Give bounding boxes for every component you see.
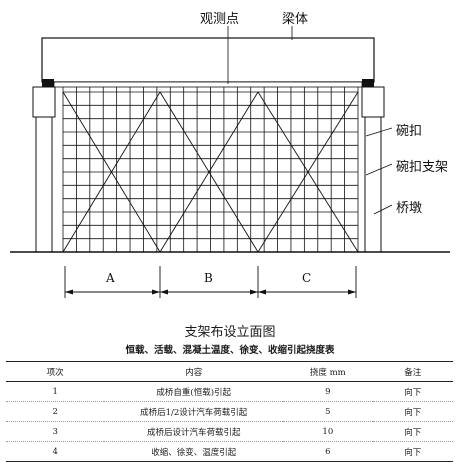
beam-body bbox=[41, 37, 375, 83]
cell-remark: 向下 bbox=[404, 447, 422, 458]
cell-item-no: 3 bbox=[52, 426, 58, 437]
table-title: 恒载、活载、混凝土温度、徐变、收缩引起挠度表 bbox=[125, 345, 335, 356]
header-remark: 备注 bbox=[404, 367, 422, 378]
left-bearing bbox=[42, 79, 54, 87]
cell-item-no: 2 bbox=[52, 406, 58, 417]
cell-remark: 向下 bbox=[404, 387, 422, 398]
cell-item-no: 4 bbox=[52, 446, 58, 457]
observation-point-label: 观测点 bbox=[200, 12, 240, 27]
deflection-table: 项次 内容 挠度 mm 备注 1 成桥自重(恒载)引起 9 向下 2 成桥后1/… bbox=[6, 361, 453, 462]
bowl-buckle-label: 碗扣 bbox=[396, 124, 423, 139]
header-deflection: 挠度 mm bbox=[309, 367, 346, 378]
right-pier-cap bbox=[361, 86, 385, 118]
table-row: 1 成桥自重(恒载)引起 9 向下 bbox=[6, 382, 453, 402]
diagonal-brace bbox=[159, 91, 259, 253]
diagonal-brace bbox=[257, 91, 359, 253]
label-leader-lines bbox=[227, 26, 393, 215]
zone-dimension-line bbox=[64, 266, 357, 298]
cross-bracing bbox=[62, 91, 359, 253]
cell-item-no: 1 bbox=[52, 386, 58, 397]
zone-c-label: C bbox=[302, 271, 312, 285]
cell-content: 成桥自重(恒载)引起 bbox=[156, 387, 232, 398]
figure-title: 支架布设立面图 bbox=[184, 325, 276, 340]
beam-body-label: 梁体 bbox=[282, 12, 309, 27]
diagonal-brace bbox=[62, 91, 161, 253]
zone-b-label: B bbox=[204, 271, 213, 285]
table-row: 2 成桥后1/2设计汽车荷载引起 5 向下 bbox=[6, 402, 453, 422]
zone-a-label: A bbox=[106, 271, 115, 285]
observation-point-ticks bbox=[62, 87, 359, 92]
formwork-strip bbox=[53, 81, 363, 88]
cell-content: 成桥后1/2设计汽车荷载引起 bbox=[140, 407, 248, 418]
bowl-buckle-support-grid bbox=[62, 91, 359, 253]
pier-label: 桥墩 bbox=[396, 201, 423, 216]
cell-deflection: 9 bbox=[325, 386, 331, 397]
cell-remark: 向下 bbox=[404, 407, 422, 418]
cell-deflection: 6 bbox=[325, 446, 331, 457]
right-bearing bbox=[362, 79, 374, 87]
table-row: 3 成桥后设计汽车荷载引起 10 向下 bbox=[6, 422, 453, 442]
cell-remark: 向下 bbox=[404, 427, 422, 438]
support-elevation-drawing bbox=[10, 26, 450, 298]
table-header-row: 项次 内容 挠度 mm 备注 bbox=[6, 361, 453, 382]
cell-content: 收缩、徐变、温度引起 bbox=[151, 447, 237, 458]
cell-deflection: 5 bbox=[325, 406, 331, 417]
right-pier bbox=[364, 116, 382, 253]
cell-content: 成桥后设计汽车荷载引起 bbox=[146, 427, 241, 438]
header-content: 内容 bbox=[185, 367, 203, 378]
cell-deflection: 10 bbox=[322, 426, 334, 437]
left-pier-cap bbox=[32, 86, 56, 118]
header-item-no: 项次 bbox=[46, 367, 64, 378]
bowl-buckle-support-label: 碗扣支架 bbox=[396, 160, 449, 175]
left-pier bbox=[35, 116, 53, 253]
